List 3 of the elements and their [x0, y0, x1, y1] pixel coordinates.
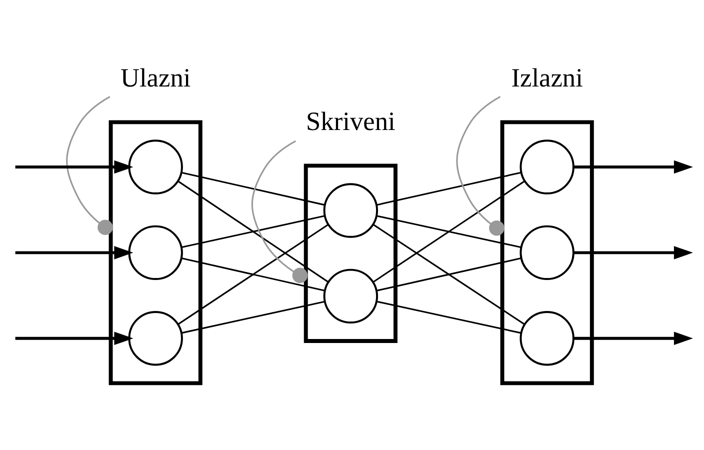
- node-text: Ulazni: [120, 64, 191, 93]
- node-text: Skriveni: [306, 107, 396, 136]
- node-text: Izlazni: [511, 64, 583, 93]
